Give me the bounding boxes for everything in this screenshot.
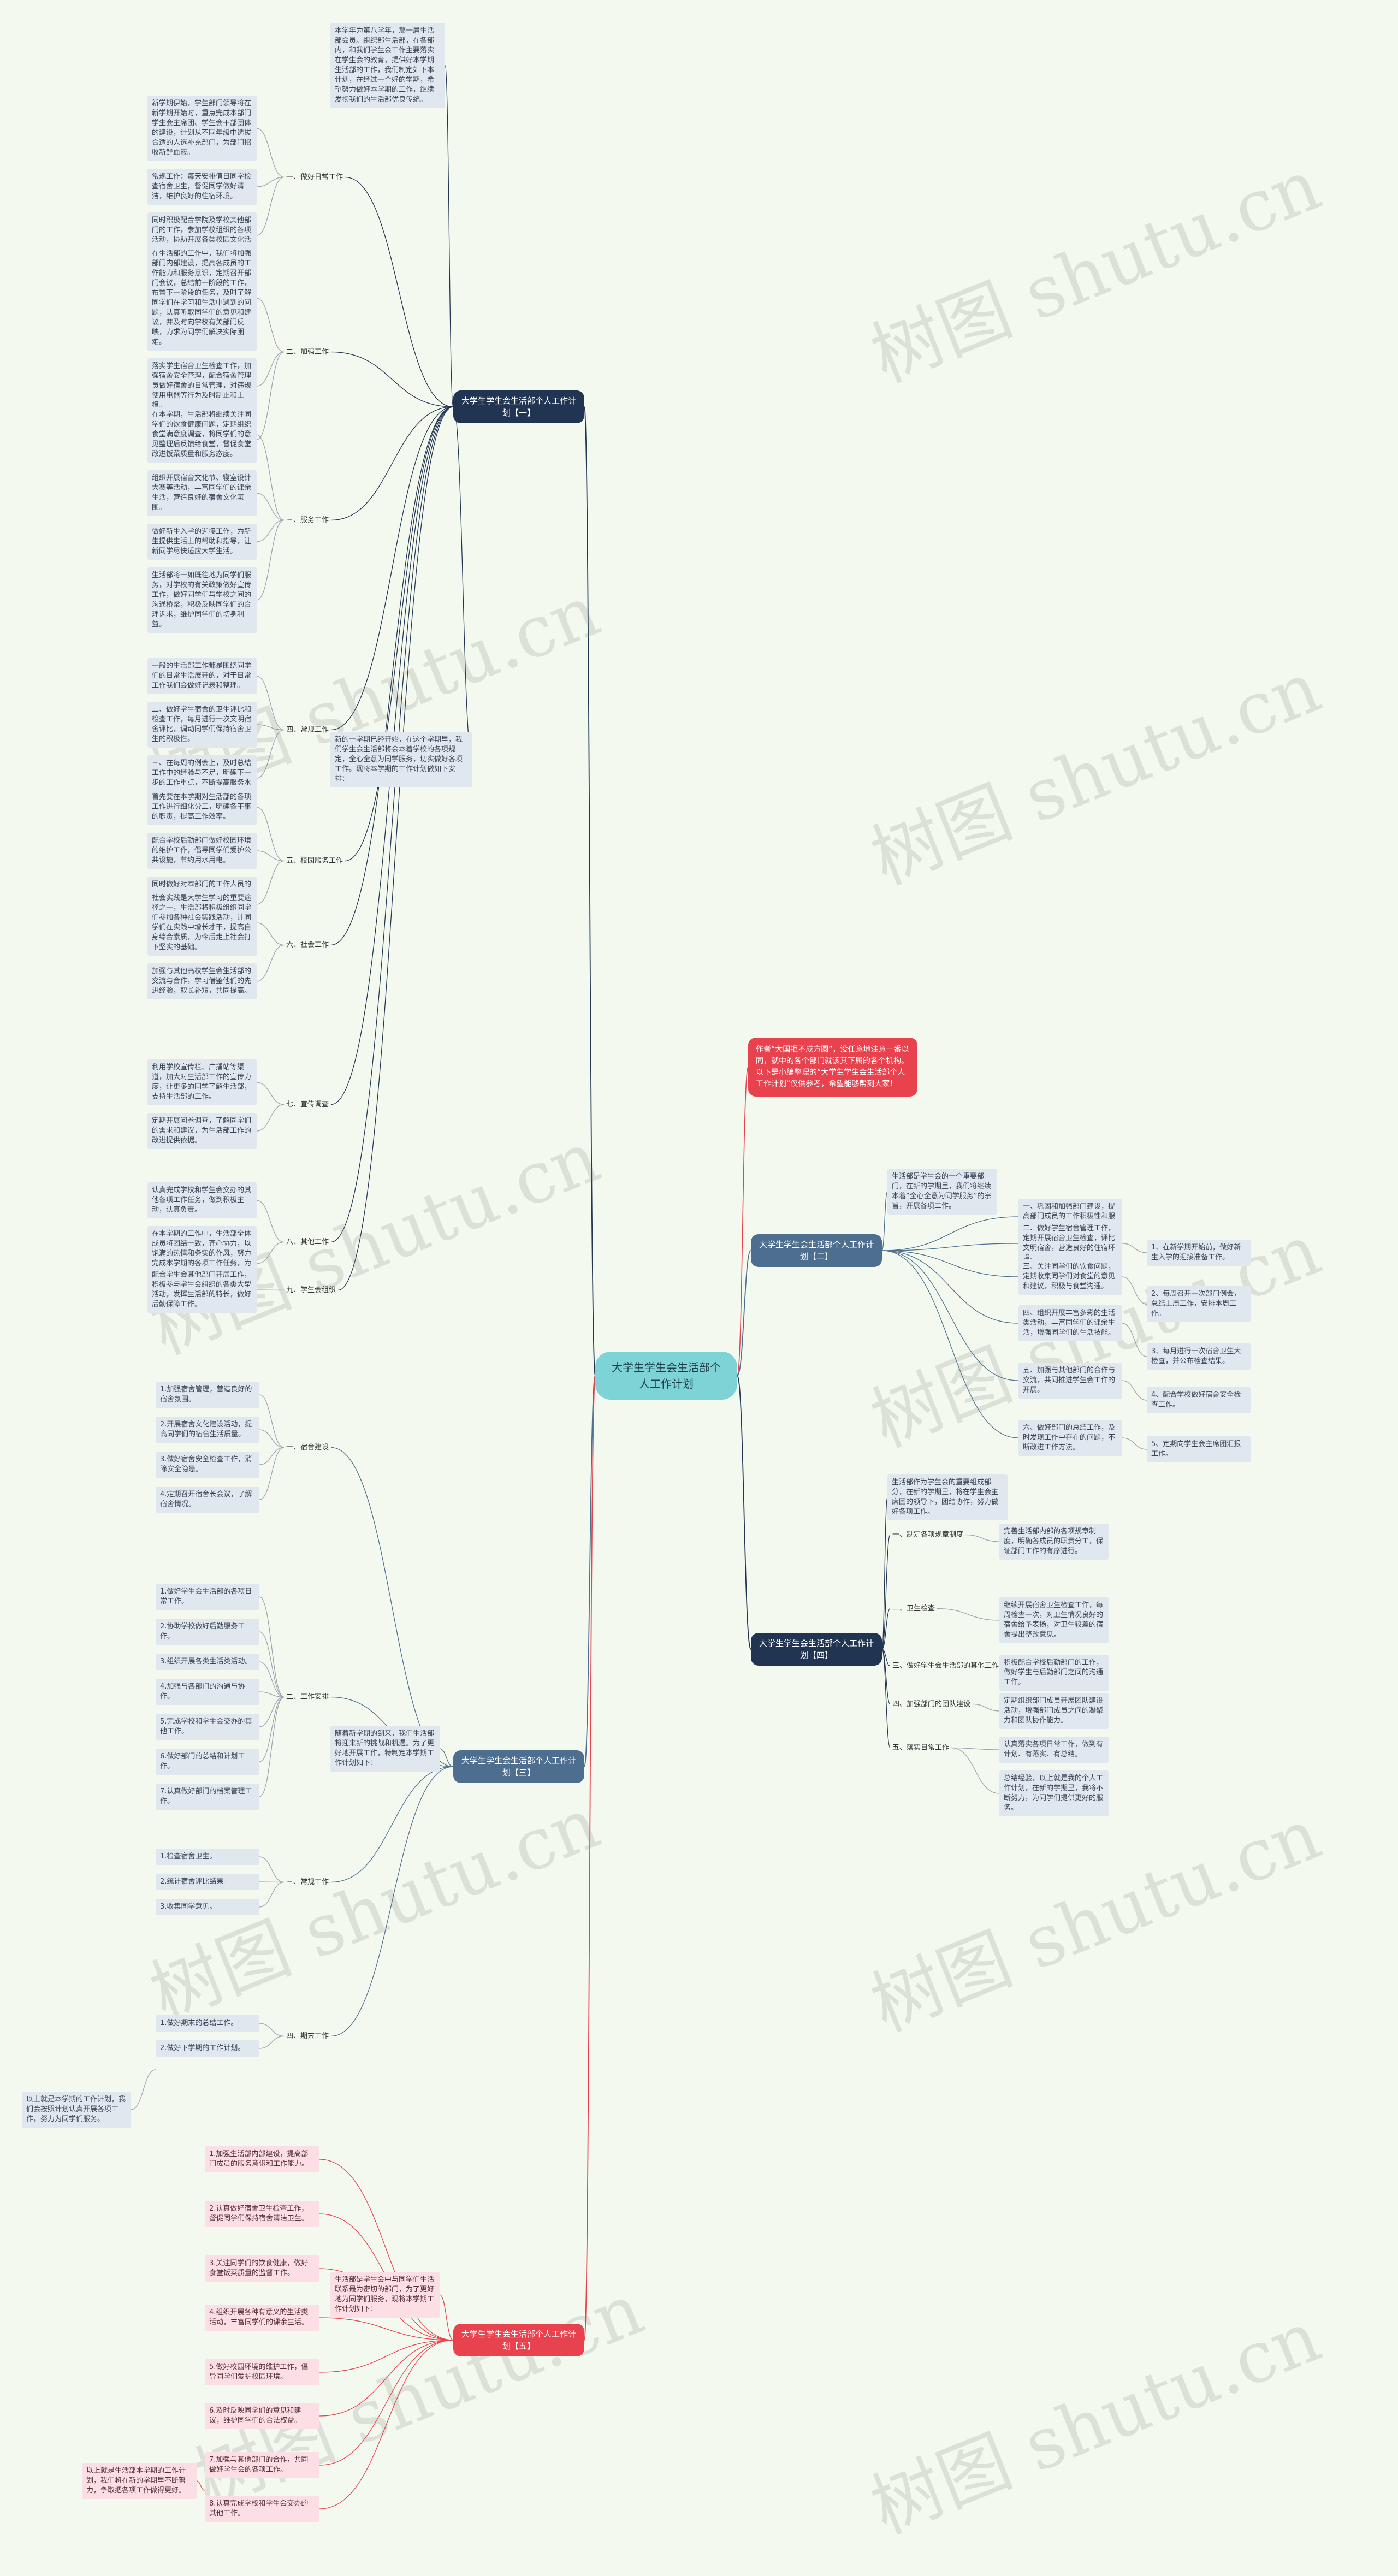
branch3-item: 7.认真做好部门的档案管理工作。	[156, 1784, 259, 1810]
branch4-item: 继续开展宿舍卫生检查工作，每周检查一次，对卫生情况良好的宿舍给予表扬，对卫生较差…	[999, 1597, 1109, 1643]
branch-3: 大学生学生会生活部个人工作计划【四】	[751, 1633, 882, 1666]
branch1-item: 落实学生宿舍卫生检查工作，加强宿舍安全管理，配合宿舍管理员做好宿舍的日常管理，对…	[147, 358, 257, 414]
branch3-summary: 随着新学期的到来，我们生活部将迎来新的挑战和机遇。为了更好地开展工作，特制定本学…	[330, 1726, 440, 1772]
branch1-group-label: 七、宣传调查	[286, 1100, 329, 1109]
branch1-group-label: 四、常规工作	[286, 726, 329, 734]
branch1-item: 一般的生活部工作都是围绕同学们的日常生活展开的，对于日常工作我们会做好记录和整理…	[147, 658, 257, 694]
branch3-item: 5.完成学校和学生会交办的其他工作。	[156, 1714, 259, 1740]
branch4-item: 定期组织部门成员开展团队建设活动，增强部门成员之间的凝聚力和团队协作能力。	[999, 1693, 1109, 1729]
branch1-item: 组织开展宿舍文化节、寝室设计大赛等活动，丰富同学们的课余生活，营造良好的宿舍文化…	[147, 470, 257, 516]
branch1-item: 生活部将一如既往地为同学们服务，对学校的有关政策做好宣传工作，做好同学们与学校之…	[147, 567, 257, 633]
branch4-item: 总结经验，以上就是我的个人工作计划，在新的学期里，我将不断努力，为同学们提供更好…	[999, 1770, 1109, 1816]
branch1-item: 利用学校宣传栏、广播站等渠道，加大对生活部工作的宣传力度，让更多的同学了解生活部…	[147, 1059, 257, 1105]
branch1-item: 配合学校后勤部门做好校园环境的维护工作，倡导同学们爱护公共设施，节约用水用电。	[147, 833, 257, 869]
branch3-group-label: 三、常规工作	[286, 1878, 329, 1886]
branch3-item: 2.开展宿舍文化建设活动，提高同学们的宿舍生活质量。	[156, 1417, 259, 1443]
branch4-group-label: 五、落实日常工作	[892, 1744, 950, 1752]
branch5-ending: 以上就是生活部本学期的工作计划，我们将在新的学期里不断努力，争取把各项工作做得更…	[82, 2463, 197, 2499]
branch2-sub-item: 1、在新学期开始前，做好新生入学的迎接准备工作。	[1147, 1240, 1251, 1266]
branch3-item: 1.加强宿舍管理，营造良好的宿舍氛围。	[156, 1382, 259, 1408]
branch5-item: 2.认真做好宿舍卫生检查工作，督促同学们保持宿舍清洁卫生。	[205, 2201, 319, 2227]
branch-4: 大学生学生会生活部个人工作计划【三】	[453, 1750, 584, 1783]
branch1-item: 配合学生会其他部门开展工作，积极参与学生会组织的各类大型活动，发挥生活部的特长，…	[147, 1267, 257, 1313]
branch3-item: 2.协助学校做好后勤服务工作。	[156, 1619, 259, 1645]
branch5-summary: 生活部是学生会中与同学们生活联系最为密切的部门，为了更好地为同学们服务，现将本学…	[330, 2272, 440, 2318]
branch4-summary: 生活部作为学生会的重要组成部分，在新的学期里，将在学生会主席团的领导下，团结协作…	[887, 1474, 1008, 1520]
branch3-group-label: 一、宿舍建设	[286, 1443, 329, 1452]
branch3-item: 1.做好期末的总结工作。	[156, 2015, 259, 2032]
branch5-item: 6.及时反映同学们的意见和建议，维护同学们的合法权益。	[205, 2403, 319, 2429]
branch1-item: 加强与其他高校学生会生活部的交流与合作，学习借鉴他们的先进经验，取长补短，共同提…	[147, 963, 257, 999]
branch5-item: 3.关注同学们的饮食健康，做好食堂饭菜质量的监督工作。	[205, 2255, 319, 2282]
branch5-item: 4.组织开展各种有意义的生活类活动，丰富同学们的课余生活。	[205, 2305, 319, 2331]
branch3-item: 6.做好部门的总结和计划工作。	[156, 1749, 259, 1775]
branch1-item: 社会实践是大学生学习的重要途径之一，生活部将积极组织同学们参加各种社会实践活动，…	[147, 890, 257, 956]
branch1-group-label: 二、加强工作	[286, 348, 329, 356]
branch3-item: 4.定期召开宿舍长会议，了解宿舍情况。	[156, 1487, 259, 1513]
branch1-item: 定期开展问卷调查，了解同学们的需求和建议，为生活部工作的改进提供依据。	[147, 1113, 257, 1149]
branch3-item: 2.统计宿舍评比结果。	[156, 1874, 259, 1890]
branch4-group-label: 四、加强部门的团队建设	[892, 1700, 971, 1708]
branch1-summary: 新的一学期已经开始，在这个学期里，我们学生会生活部将会本着学校的各项规定，全心全…	[330, 732, 472, 787]
branch5-item: 5.做好校园环境的维护工作，倡导同学们爱护校园环境。	[205, 2359, 319, 2385]
branch1-item: 首先要在本学期对生活部的各项工作进行细化分工，明确各干事的职责，提高工作效率。	[147, 789, 257, 825]
branch1-top-note: 本学年为第八学年，那一届生活部会员。组织部生活部，在各部内，和我们学生会工作主要…	[330, 23, 445, 108]
branch2-item: 六、做好部门的总结工作，及时发现工作中存在的问题，不断改进工作方法。	[1018, 1420, 1122, 1456]
branch4-group-label: 一、制定各项规章制度	[892, 1531, 964, 1539]
branch2-sub-item: 5、定期向学生会主席团汇报工作。	[1147, 1436, 1251, 1462]
branch1-group-label: 六、社会工作	[286, 941, 329, 949]
branch3-item: 1.检查宿舍卫生。	[156, 1849, 259, 1865]
branch3-item: 1.做好学生会生活部的各项日常工作。	[156, 1584, 259, 1610]
branch4-item: 完善生活部内部的各项规章制度，明确各成员的职责分工，保证部门工作的有序进行。	[999, 1524, 1109, 1560]
branch3-group-label: 二、工作安排	[286, 1693, 329, 1701]
branch3-item: 4.加强与各部门的沟通与协作。	[156, 1679, 259, 1705]
branch2-item: 三、关注同学们的饮食问题，定期收集同学们对食堂的意见和建议，积极与食堂沟通。	[1018, 1259, 1122, 1295]
branch3-item: 3.收集同学意见。	[156, 1899, 259, 1915]
branch2-item: 四、组织开展丰富多彩的生活类活动，丰富同学们的课余生活，增强同学们的生活技能。	[1018, 1305, 1122, 1341]
branch1-item: 认真完成学校和学生会交办的其他各项工作任务，做到积极主动，认真负责。	[147, 1182, 257, 1218]
branch-1: 大学生学生会生活部个人工作计划【一】	[453, 390, 584, 423]
branch1-item: 常规工作：每天安排值日同学检查宿舍卫生，督促同学做好清洁，维护良好的住宿环境。	[147, 169, 257, 205]
branch4-item: 认真落实各项日常工作，做到有计划、有落实、有总结。	[999, 1737, 1109, 1763]
branch5-item: 7.加强与其他部门的合作，共同做好学生会的各项工作。	[205, 2452, 319, 2478]
branch4-group-label: 二、卫生检查	[892, 1604, 935, 1613]
branch-5: 大学生学生会生活部个人工作计划【五】	[453, 2324, 584, 2356]
branch1-group-label: 九、学生会组织	[286, 1286, 336, 1294]
branch1-group-label: 一、做好日常工作	[286, 173, 343, 181]
branch2-sub-item: 4、配合学校做好宿舍安全检查工作。	[1147, 1387, 1251, 1413]
branch2-sub-item: 2、每周召开一次部门例会，总结上周工作，安排本周工作。	[1147, 1286, 1251, 1322]
branch3-item: 2.做好下学期的工作计划。	[156, 2040, 259, 2057]
branch1-item: 在生活部的工作中，我们将加强部门内部建设，提高各成员的工作能力和服务意识，定期召…	[147, 246, 257, 351]
branch-2: 大学生学生会生活部个人工作计划【二】	[751, 1234, 882, 1267]
branch4-group-label: 三、做好学生会生活部的其他工作	[892, 1662, 999, 1670]
branch4-item: 积极配合学校后勤部门的工作，做好学生与后勤部门之间的沟通工作。	[999, 1655, 1109, 1691]
branch3-ending: 以上就是本学期的工作计划，我们会按照计划认真开展各项工作，努力为同学们服务。	[22, 2092, 131, 2128]
branch3-group-label: 四、期末工作	[286, 2032, 329, 2040]
branch1-group-label: 三、服务工作	[286, 516, 329, 524]
branch1-item: 做好新生入学的迎接工作，为新生提供生活上的帮助和指导，让新同学尽快适应大学生活。	[147, 524, 257, 560]
branch1-group-label: 五、校园服务工作	[286, 857, 343, 865]
root-topic: 大学生学生会生活部个人工作计划	[595, 1352, 737, 1400]
branch3-item: 3.组织开展各类生活类活动。	[156, 1654, 259, 1670]
branch2-summary: 生活部是学生会的一个重要部门，在新的学期里，我们将继续本着“全心全意为同学服务”…	[887, 1169, 997, 1215]
branch5-item: 8.认真完成学校和学生会交办的其他工作。	[205, 2496, 319, 2522]
branch3-item: 3.做好宿舍安全检查工作，消除安全隐患。	[156, 1452, 259, 1478]
branch1-group-label: 八、其他工作	[286, 1238, 329, 1246]
intro-note: 作者“大国拒不成方圆”，没任意地注意一番以同，就中的各个部门就该其下属的各个机构…	[748, 1038, 917, 1097]
branch5-item: 1.加强生活部内部建设，提高部门成员的服务意识和工作能力。	[205, 2146, 319, 2172]
branch1-item: 新学期伊始，学生部门领导将在新学期开始时，重点完成本部门学生会主席团、学生会干部…	[147, 96, 257, 161]
branch2-item: 五、加强与其他部门的合作与交流，共同推进学生会工作的开展。	[1018, 1363, 1122, 1399]
branch2-sub-item: 3、每月进行一次宿舍卫生大检查，并公布检查结果。	[1147, 1343, 1251, 1370]
branch1-item: 二、做好学生宿舍的卫生评比和检查工作，每月进行一次文明宿舍评比，调动同学们保持宿…	[147, 702, 257, 748]
branch1-item: 在本学期，生活部将继续关注同学们的饮食健康问题，定期组织食堂满意度调查，将同学们…	[147, 407, 257, 463]
